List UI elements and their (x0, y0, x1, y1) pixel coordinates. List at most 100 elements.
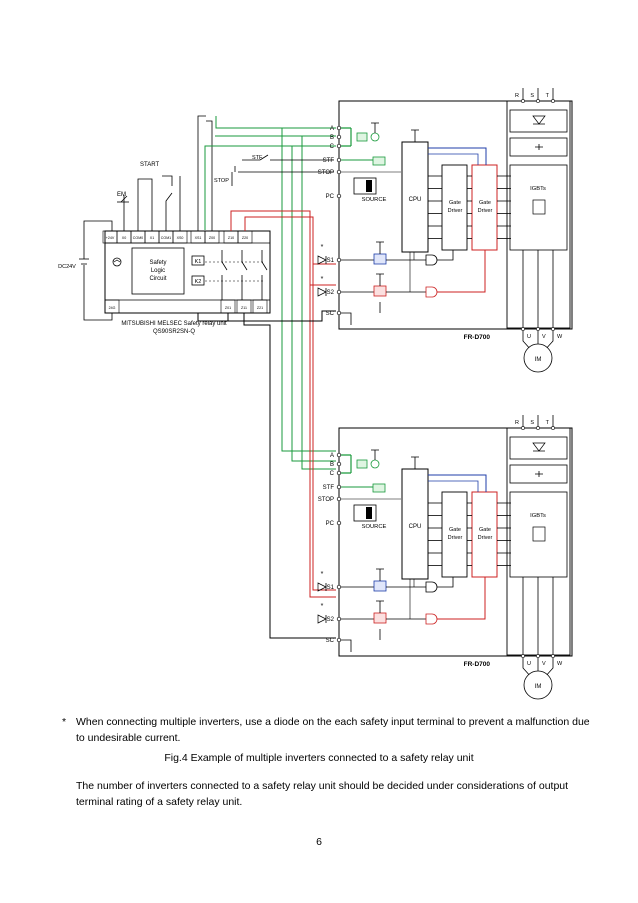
terminal-stf (336, 157, 342, 163)
wire (411, 456, 419, 469)
terminal-a (336, 452, 342, 458)
relay-k1: K1 (195, 259, 202, 265)
cpu-feedback-wire (428, 147, 487, 165)
relay-terminal-label: X0 (122, 236, 126, 240)
inverter-model: FR-D700 (464, 661, 491, 668)
relay-terminal-box (252, 299, 268, 314)
terminal-sc (336, 637, 342, 643)
dc-link-block (509, 137, 568, 157)
dc-link-block (509, 464, 568, 484)
input-phase-label: T (546, 420, 550, 426)
terminal-s1-label: S1 (327, 258, 335, 264)
terminal-pc-label: PC (326, 194, 335, 200)
igbts-label: IGBTs (530, 186, 546, 192)
input-diode (317, 614, 327, 624)
input-phase-label: S (530, 93, 534, 99)
input-diode (317, 255, 327, 265)
terminal-s1 (336, 584, 342, 590)
wire (341, 302, 381, 325)
gate-driver-1-label-2: Driver (448, 208, 463, 214)
input-coupler (372, 483, 386, 493)
input-terminal (536, 426, 540, 430)
fault-output-wire (341, 454, 352, 474)
gate-driver-2-label: Gate (479, 527, 491, 533)
terminal-pc (336, 193, 342, 199)
wire (371, 449, 379, 460)
gate-driver-1 (441, 164, 468, 251)
relay-terminal-label: COM0 (133, 236, 143, 240)
terminal-sc-label: SC (326, 311, 335, 317)
diode-mark: * (321, 276, 324, 283)
relay-terminal-label: Z21 (257, 306, 263, 310)
fault-relay-box (356, 132, 368, 142)
logic-label-3: Circuit (149, 276, 166, 282)
safety-coupler (373, 253, 387, 265)
terminal-b-label: B (330, 462, 334, 468)
em-label: EM (117, 192, 126, 198)
supply-label: DC24V (58, 264, 76, 270)
input-terminal (551, 99, 555, 103)
gate-enable-wire (437, 250, 454, 261)
terminal-a-label: A (330, 126, 334, 132)
inverter-frame (338, 427, 573, 657)
terminal-s2-label: S2 (327, 290, 335, 296)
relay-unit-model: QS90SR2SN-Q (153, 329, 195, 335)
igbts-label: IGBTs (530, 513, 546, 519)
safety-coupler (373, 612, 387, 624)
terminal-c (336, 470, 342, 476)
relay-field-wiring (79, 115, 213, 321)
footnote-text: When connecting multiple inverters, use … (76, 716, 590, 744)
stop-switch-label: STOP (214, 178, 229, 184)
wire (409, 579, 415, 619)
wire (535, 471, 543, 477)
wire (341, 629, 381, 652)
terminal-stop-label: STOP (318, 497, 334, 503)
input-phase-label: R (515, 420, 519, 426)
gate-driver-2-label-2: Driver (478, 535, 493, 541)
gate-enable-wire-2 (437, 250, 486, 293)
output-terminal (521, 327, 525, 331)
wire (409, 252, 415, 292)
wire (376, 568, 384, 581)
output-terminal (551, 327, 555, 331)
gate-driver-1-label: Gate (449, 200, 461, 206)
relay-terminal-label: X1 (150, 236, 154, 240)
footnote-mark: * (62, 716, 67, 728)
terminal-c (336, 143, 342, 149)
output-terminal (536, 654, 540, 658)
input-terminal (521, 99, 525, 103)
input-coupler (372, 156, 386, 166)
wire (376, 241, 384, 254)
output-terminal (551, 654, 555, 658)
terminal-stop (336, 169, 342, 175)
input-phase-label: R (515, 93, 519, 99)
and-gate (425, 613, 438, 625)
and-gate (425, 581, 438, 593)
inverter-frame (338, 100, 573, 330)
terminal-stop-label: STOP (318, 170, 334, 176)
terminal-c-label: C (330, 471, 335, 477)
inverter-2: FR-D700ABCSTFSTOPPCS1S2SCSTFSTOPSOURCECP… (317, 415, 573, 700)
cpu-feedback-wire (428, 474, 487, 492)
input-terminal (521, 426, 525, 430)
relay-terminal-label: Z20 (242, 236, 248, 240)
output-phase-label: W (557, 661, 563, 667)
footnote: * When connecting multiple inverters, us… (62, 714, 596, 746)
source-switch-box (353, 177, 377, 195)
terminal-s2 (336, 616, 342, 622)
rectifier-diode (532, 442, 546, 452)
inverter-model: FR-D700 (464, 334, 491, 341)
wire (376, 273, 384, 286)
relay-terminal-label: Z00 (209, 236, 215, 240)
rectifier-block (509, 109, 568, 133)
igbt-block (509, 491, 568, 578)
diode-mark: * (321, 571, 324, 578)
relay-k2: K2 (195, 279, 202, 285)
terminal-s1 (336, 257, 342, 263)
terminal-b (336, 134, 342, 140)
cpu-label: CPU (409, 197, 422, 203)
fault-relay-coil (370, 459, 380, 469)
